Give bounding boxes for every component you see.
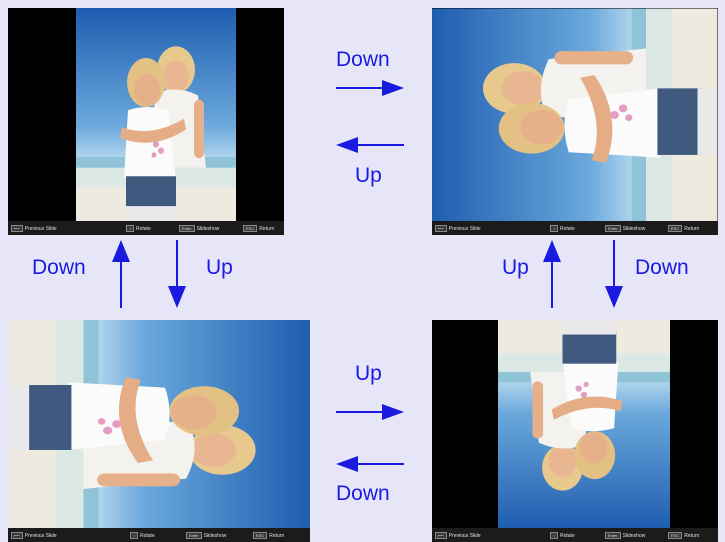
arrow-left-icon <box>336 137 404 153</box>
enter-key-icon: Enter <box>605 225 621 232</box>
rotate-item[interactable]: ↕Rotate <box>550 225 575 232</box>
esc-key-icon: ESC <box>668 225 682 232</box>
previous-slide-item[interactable]: ⟵Previous Slide <box>11 532 57 539</box>
photo-rotated-right <box>8 320 310 528</box>
previous-slide-item[interactable]: ⟵Previous Slide <box>11 225 57 232</box>
label-right-down: Down <box>635 256 689 280</box>
arrow-down-icon <box>168 240 186 308</box>
rotate-key-icon: ↕ <box>126 225 134 232</box>
previous-slide-item[interactable]: ⟵Previous Slide <box>435 532 481 539</box>
previous-key-icon: ⟵ <box>11 225 23 232</box>
previous-key-icon: ⟵ <box>11 532 23 539</box>
enter-key-icon: Enter <box>605 532 621 539</box>
arrow-down-icon <box>605 240 623 308</box>
arrow-up-icon <box>543 240 561 308</box>
esc-key-icon: ESC <box>253 532 267 539</box>
label-right-up: Up <box>502 256 529 280</box>
rotate-item[interactable]: ↕Rotate <box>130 532 155 539</box>
rotate-key-icon: ↕ <box>130 532 138 539</box>
arrow-right-icon <box>336 80 404 96</box>
rotate-item[interactable]: ↕Rotate <box>550 532 575 539</box>
label-bottom-down: Down <box>336 482 390 506</box>
previous-key-icon: ⟵ <box>435 532 447 539</box>
label-left-down: Down <box>32 256 86 280</box>
arrow-up-icon <box>112 240 130 308</box>
previous-key-icon: ⟵ <box>435 225 447 232</box>
previous-slide-item[interactable]: ⟵Previous Slide <box>435 225 481 232</box>
label-bottom-up: Up <box>355 362 382 386</box>
label-top-down: Down <box>336 48 390 72</box>
esc-key-icon: ESC <box>668 532 682 539</box>
photo-upright <box>76 8 236 221</box>
photo-rotated-left <box>432 9 718 222</box>
rotate-key-icon: ↕ <box>550 532 558 539</box>
arrow-right-icon <box>336 404 404 420</box>
enter-key-icon: Enter <box>179 225 195 232</box>
esc-key-icon: ESC <box>243 225 257 232</box>
label-top-up: Up <box>355 164 382 188</box>
rotate-key-icon: ↕ <box>550 225 558 232</box>
enter-key-icon: Enter <box>186 532 202 539</box>
arrow-left-icon <box>336 456 404 472</box>
photo-upside-down <box>498 320 670 528</box>
label-left-up: Up <box>206 256 233 280</box>
rotate-item[interactable]: ↕Rotate <box>126 225 151 232</box>
